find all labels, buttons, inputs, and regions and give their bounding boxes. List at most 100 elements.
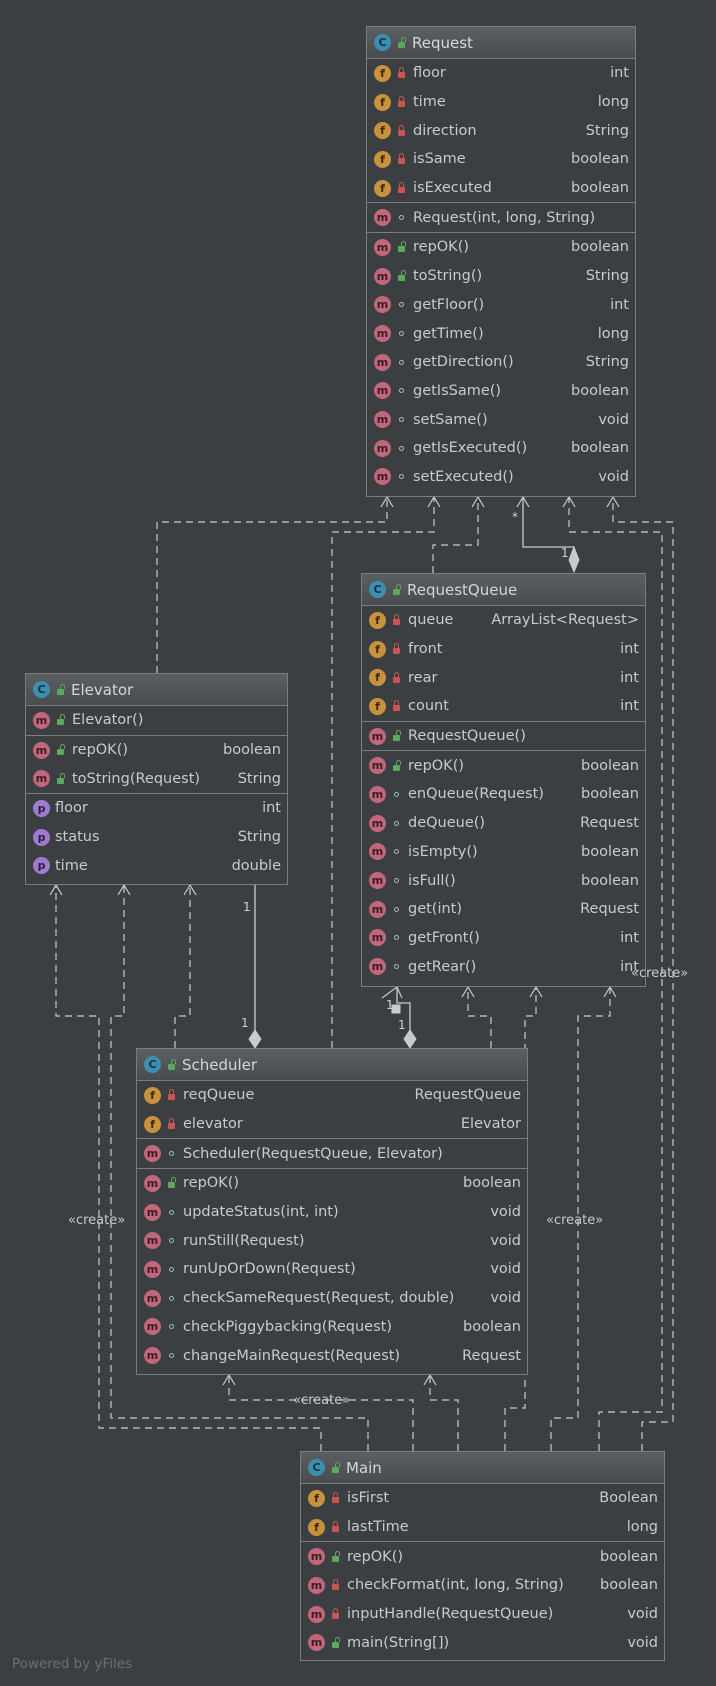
member-name: isExecuted	[413, 180, 492, 197]
method-icon: m	[369, 958, 386, 976]
member-name: Elevator()	[72, 712, 144, 729]
method-icon: m	[144, 1232, 161, 1250]
edge-main-request-right	[612, 497, 674, 1451]
member-name: repOK()	[183, 1175, 240, 1192]
unlock-icon	[53, 713, 67, 727]
edge-main-elevator-a	[55, 885, 322, 1451]
member-type: void	[598, 468, 629, 485]
member-name: inputHandle(RequestQueue)	[347, 1606, 554, 1623]
diamond-scheduler-elevator	[248, 1029, 262, 1049]
member-name: setExecuted()	[413, 468, 514, 485]
member-name: floor	[413, 65, 446, 82]
member-name: count	[408, 698, 449, 715]
package-dot-icon	[389, 787, 403, 801]
field-row[interactable]: f floor int	[367, 59, 635, 88]
edge-scheduler-queue	[467, 987, 492, 1048]
create-label-mid: «create»	[293, 1393, 351, 1408]
method-icon: m	[144, 1174, 161, 1192]
method-icon: m	[374, 325, 391, 343]
field-icon: f	[374, 64, 391, 82]
junction-marker	[391, 1004, 401, 1014]
field-icon: f	[369, 611, 386, 629]
member-name: changeMainRequest(Request)	[183, 1347, 401, 1364]
lock-icon	[389, 671, 403, 685]
package-dot-icon	[394, 355, 408, 369]
class-icon: C	[369, 581, 386, 598]
member-name: getFront()	[408, 929, 480, 946]
member-type: String	[585, 122, 629, 139]
unlock-icon	[53, 772, 67, 786]
package-dot-icon	[164, 1291, 178, 1305]
method-icon: m	[144, 1145, 161, 1163]
edge-main-queue-b	[550, 987, 611, 1451]
method-icon: m	[144, 1260, 161, 1278]
member-type: int	[610, 65, 629, 82]
edge-main-scheduler	[228, 1375, 414, 1451]
edge-scheduler-request	[331, 497, 435, 1048]
member-type: boolean	[581, 843, 639, 860]
lock-icon	[164, 1088, 178, 1102]
member-type: Request	[462, 1347, 521, 1364]
lock-icon	[394, 152, 408, 166]
member-type: int	[620, 641, 639, 658]
method-icon: m	[308, 1548, 325, 1566]
package-dot-icon	[164, 1147, 178, 1161]
member-type: int	[262, 800, 281, 817]
